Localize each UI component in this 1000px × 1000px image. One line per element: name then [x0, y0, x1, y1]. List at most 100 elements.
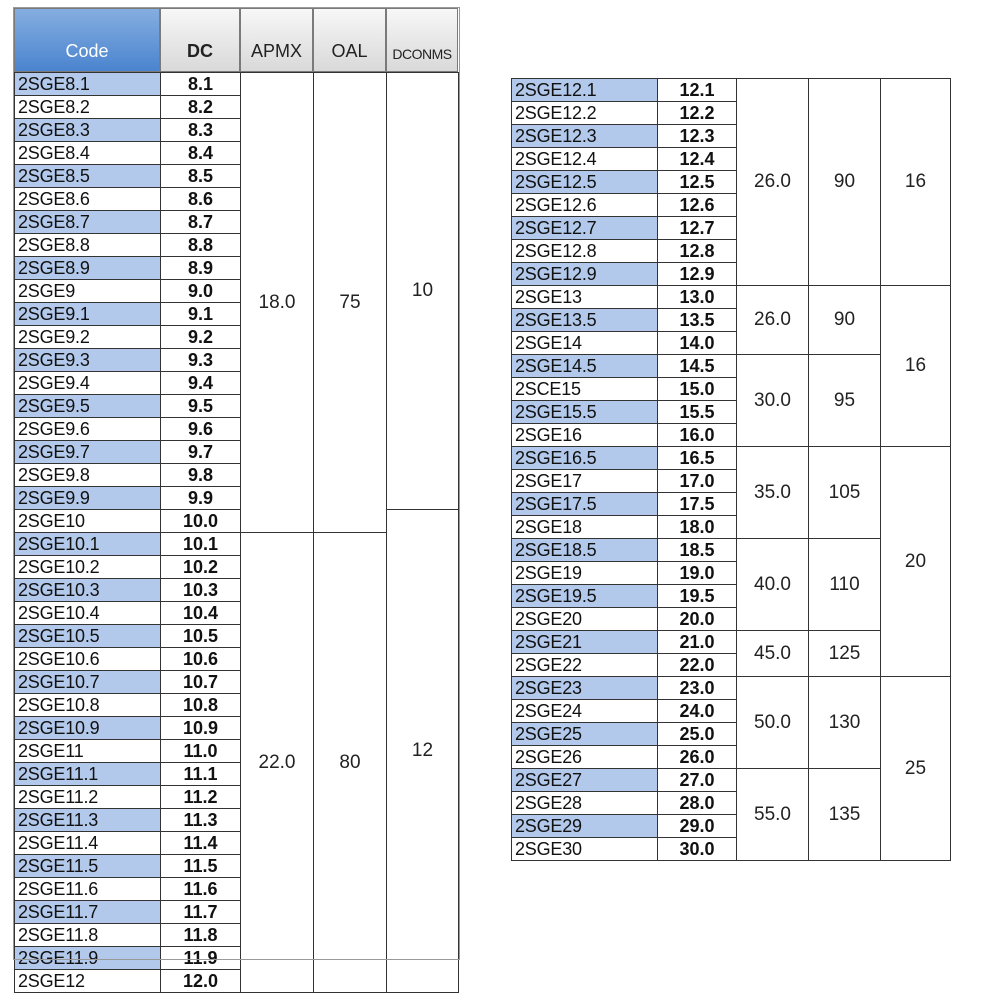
dc-cell: 8.6	[160, 187, 241, 211]
code-cell: 2SGE8.6	[14, 187, 161, 211]
code-cell: 2SGE8.9	[14, 256, 161, 280]
code-cell: 2SGE18	[511, 515, 658, 539]
dc-cell: 11.7	[160, 900, 241, 924]
dc-cell: 14.0	[657, 331, 737, 355]
dc-cell: 9.8	[160, 463, 241, 487]
dc-cell: 11.6	[160, 877, 241, 901]
code-cell: 2SGE12.8	[511, 239, 658, 263]
code-cell: 2SGE12.4	[511, 147, 658, 171]
header-oal: OAL	[313, 8, 386, 72]
code-cell: 2SGE9.5	[14, 394, 161, 418]
oal-cell: 90	[808, 285, 881, 355]
code-cell: 2SGE9.2	[14, 325, 161, 349]
code-cell: 2SGE12	[14, 969, 161, 993]
apmx-cell: 30.0	[736, 354, 809, 447]
dc-cell: 12.7	[657, 216, 737, 240]
dc-cell: 8.1	[160, 72, 241, 96]
oal-cell: 95	[808, 354, 881, 447]
code-cell: 2SGE12.7	[511, 216, 658, 240]
apmx-cell: 45.0	[736, 630, 809, 677]
dc-cell: 17.5	[657, 492, 737, 516]
code-cell: 2SCE15	[511, 377, 658, 401]
dc-cell: 27.0	[657, 768, 737, 792]
code-cell: 2SGE10.7	[14, 670, 161, 694]
code-cell: 2SGE9	[14, 279, 161, 303]
code-cell: 2SGE10.1	[14, 532, 161, 556]
dc-cell: 8.9	[160, 256, 241, 280]
dc-cell: 12.5	[657, 170, 737, 194]
dc-cell: 10.9	[160, 716, 241, 740]
code-cell: 2SGE24	[511, 699, 658, 723]
dc-cell: 8.2	[160, 95, 241, 119]
code-cell: 2SGE10.2	[14, 555, 161, 579]
code-cell: 2SGE22	[511, 653, 658, 677]
dc-cell: 13.0	[657, 285, 737, 309]
apmx-cell: 40.0	[736, 538, 809, 631]
dc-cell: 12.1	[657, 78, 737, 102]
dc-cell: 9.3	[160, 348, 241, 372]
code-cell: 2SGE10.9	[14, 716, 161, 740]
dc-cell: 11.4	[160, 831, 241, 855]
code-cell: 2SGE11.5	[14, 854, 161, 878]
code-cell: 2SGE11.4	[14, 831, 161, 855]
dc-cell: 10.4	[160, 601, 241, 625]
oal-cell: 80	[313, 532, 387, 993]
dc-cell: 18.0	[657, 515, 737, 539]
dc-cell: 10.8	[160, 693, 241, 717]
dc-cell: 23.0	[657, 676, 737, 700]
dc-cell: 9.0	[160, 279, 241, 303]
dc-cell: 9.9	[160, 486, 241, 510]
dc-cell: 9.7	[160, 440, 241, 464]
code-cell: 2SGE9.7	[14, 440, 161, 464]
dc-cell: 8.7	[160, 210, 241, 234]
code-cell: 2SGE11.8	[14, 923, 161, 947]
code-cell: 2SGE8.2	[14, 95, 161, 119]
code-cell: 2SGE12.2	[511, 101, 658, 125]
oal-cell: 105	[808, 446, 881, 539]
apmx-cell: 26.0	[736, 78, 809, 286]
dc-cell: 12.6	[657, 193, 737, 217]
code-cell: 2SGE13	[511, 285, 658, 309]
dc-cell: 30.0	[657, 837, 737, 861]
dc-cell: 10.3	[160, 578, 241, 602]
dc-cell: 11.0	[160, 739, 241, 763]
code-cell: 2SGE17	[511, 469, 658, 493]
dc-cell: 16.0	[657, 423, 737, 447]
dc-cell: 11.2	[160, 785, 241, 809]
dc-cell: 11.8	[160, 923, 241, 947]
oal-cell: 130	[808, 676, 881, 769]
apmx-cell: 50.0	[736, 676, 809, 769]
